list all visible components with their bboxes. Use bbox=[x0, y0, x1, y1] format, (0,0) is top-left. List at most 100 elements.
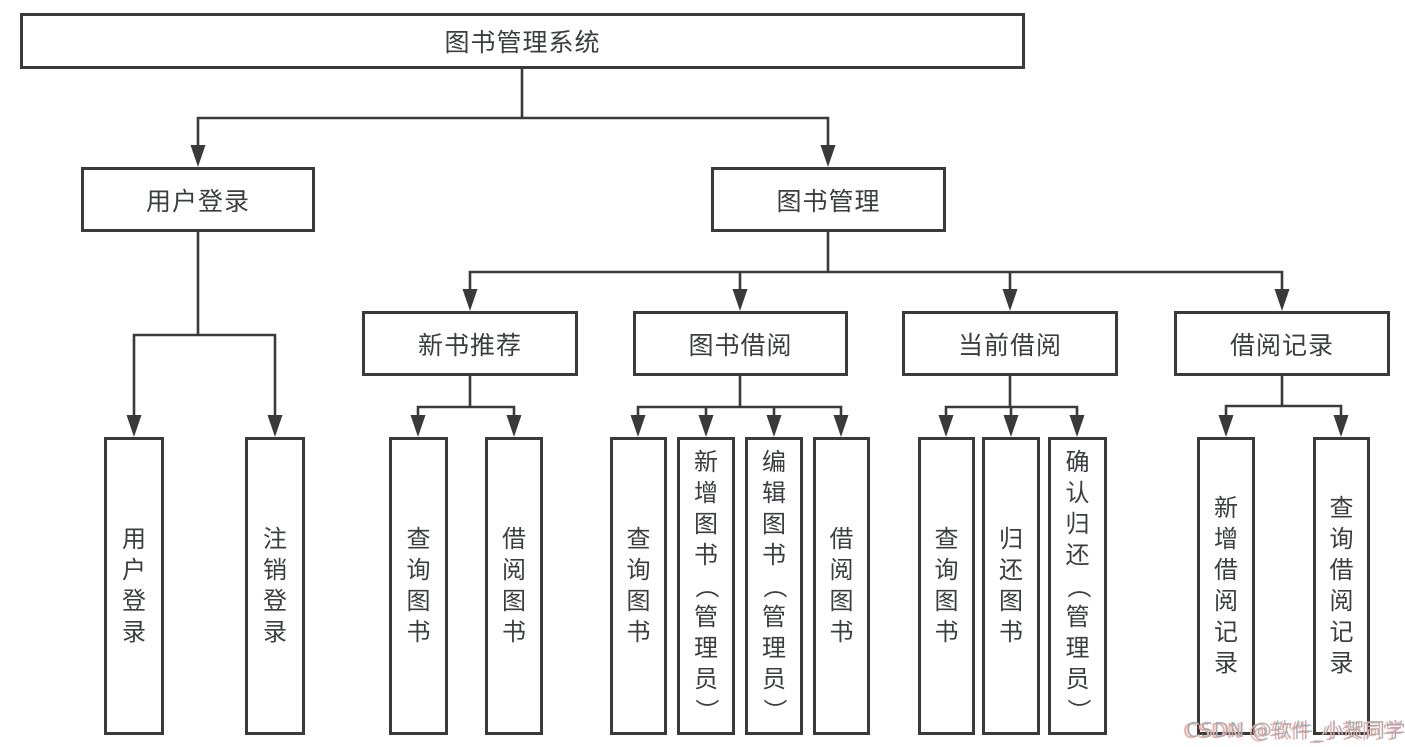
vertical-char: 员 bbox=[1065, 664, 1090, 693]
vertical-char: 管 bbox=[762, 602, 786, 631]
edit-books-admin-label: 编辑图书（管理员） bbox=[761, 440, 789, 732]
arrowhead-icon bbox=[820, 145, 836, 167]
query-books-borrowing-label: 查询图书 bbox=[627, 440, 651, 732]
vertical-char: 增 bbox=[1214, 525, 1238, 553]
arrowhead-icon bbox=[732, 289, 748, 311]
vertical-char: 借 bbox=[829, 525, 854, 553]
book-borrowing-label: 图书借阅 bbox=[688, 330, 793, 360]
vertical-char: 书 bbox=[934, 618, 959, 646]
vertical-char: 户 bbox=[122, 556, 146, 584]
query-borrow-record-node: 查询借阅记录 bbox=[1313, 437, 1370, 735]
arrowhead-icon bbox=[1218, 415, 1234, 437]
current-borrowing-label: 当前借阅 bbox=[957, 330, 1062, 360]
vertical-char: 查 bbox=[1329, 494, 1354, 522]
confirm-return-admin-node: 确认归还（管理员） bbox=[1048, 437, 1107, 735]
vertical-char: 记 bbox=[1214, 618, 1238, 646]
logout-leaf-label: 注销登录 bbox=[263, 440, 287, 732]
book-management-group-node: 图书管理 bbox=[711, 167, 946, 232]
watermark: CSDN @软件_小贺同学 bbox=[1186, 718, 1405, 742]
borrow-books-borrowing-node: 借阅图书 bbox=[813, 437, 870, 735]
vertical-char: 登 bbox=[122, 587, 146, 615]
book-management-group-label: 图书管理 bbox=[776, 186, 881, 216]
vertical-char: 归 bbox=[999, 525, 1023, 553]
arrowhead-icon bbox=[833, 415, 849, 437]
vertical-char: 书 bbox=[829, 618, 854, 646]
new-book-recommend-label: 新书推荐 bbox=[417, 330, 522, 360]
vertical-char: 记 bbox=[1329, 618, 1354, 646]
vertical-char: 询 bbox=[626, 556, 651, 584]
add-books-admin-node: 新增图书（管理员） bbox=[677, 437, 735, 735]
vertical-char: 管 bbox=[694, 602, 718, 631]
vertical-char: 借 bbox=[502, 525, 526, 553]
vertical-char: 新 bbox=[1214, 494, 1238, 522]
vertical-char: 确 bbox=[1065, 447, 1090, 476]
arrowhead-icon bbox=[938, 415, 954, 437]
vertical-char: 询 bbox=[406, 556, 431, 584]
query-books-recommend-label: 查询图书 bbox=[407, 440, 431, 732]
arrowhead-icon bbox=[506, 415, 522, 437]
vertical-char: 阅 bbox=[1214, 587, 1238, 615]
vertical-char: 图 bbox=[502, 587, 526, 615]
arrowhead-icon bbox=[1002, 289, 1018, 311]
arrowhead-icon bbox=[410, 415, 426, 437]
vertical-char: ） bbox=[692, 698, 721, 722]
arrowhead-icon bbox=[1003, 415, 1019, 437]
vertical-char: 注 bbox=[263, 525, 287, 553]
vertical-char: 认 bbox=[1065, 478, 1090, 507]
vertical-char: 图 bbox=[934, 587, 959, 615]
vertical-char: 查 bbox=[626, 525, 651, 553]
vertical-char: 图 bbox=[406, 587, 431, 615]
arrowhead-icon bbox=[126, 415, 142, 437]
arrowhead-icon bbox=[698, 415, 714, 437]
query-borrow-record-label: 查询借阅记录 bbox=[1330, 440, 1354, 732]
vertical-char: 书 bbox=[999, 618, 1023, 646]
vertical-char: 图 bbox=[999, 587, 1023, 615]
vertical-char: 借 bbox=[1329, 556, 1354, 584]
vertical-char: 阅 bbox=[502, 556, 526, 584]
return-books-node: 归还图书 bbox=[982, 437, 1040, 735]
user-login-group-node: 用户登录 bbox=[81, 167, 315, 232]
vertical-char: 新 bbox=[694, 447, 718, 476]
add-borrow-record-label: 新增借阅记录 bbox=[1214, 440, 1238, 732]
vertical-char: 书 bbox=[502, 618, 526, 646]
vertical-char: 书 bbox=[762, 540, 786, 569]
arrowhead-icon bbox=[190, 145, 206, 167]
arrowhead-icon bbox=[630, 415, 646, 437]
logout-leaf-node: 注销登录 bbox=[245, 437, 305, 735]
vertical-char: 销 bbox=[263, 556, 287, 584]
query-books-borrowing-node: 查询图书 bbox=[610, 437, 667, 735]
book-borrowing-node: 图书借阅 bbox=[633, 311, 848, 376]
library-system-root-node: 图书管理系统 bbox=[20, 13, 1025, 69]
library-system-root-label: 图书管理系统 bbox=[444, 28, 601, 57]
vertical-char: 书 bbox=[694, 540, 718, 569]
vertical-char: 辑 bbox=[762, 478, 786, 507]
current-borrowing-node: 当前借阅 bbox=[902, 311, 1118, 376]
vertical-char: 图 bbox=[829, 587, 854, 615]
connector-path bbox=[132, 67, 1343, 421]
vertical-char: 书 bbox=[406, 618, 431, 646]
vertical-char: 录 bbox=[1329, 649, 1354, 677]
vertical-char: 理 bbox=[762, 633, 786, 662]
vertical-char: 管 bbox=[1065, 602, 1090, 631]
user-login-leaf-label: 用户登录 bbox=[122, 440, 146, 732]
query-books-current-node: 查询图书 bbox=[918, 437, 975, 735]
vertical-char: 编 bbox=[762, 447, 786, 476]
borrow-books-recommend-node: 借阅图书 bbox=[485, 437, 543, 735]
vertical-char: 查 bbox=[934, 525, 959, 553]
vertical-char: 书 bbox=[626, 618, 651, 646]
vertical-char: ） bbox=[1064, 698, 1092, 722]
vertical-char: 阅 bbox=[829, 556, 854, 584]
arrowhead-icon bbox=[267, 415, 283, 437]
vertical-char: 员 bbox=[694, 664, 718, 693]
vertical-char: 询 bbox=[1329, 525, 1354, 553]
user-login-group-label: 用户登录 bbox=[145, 186, 250, 216]
vertical-char: 图 bbox=[626, 587, 651, 615]
vertical-char: 还 bbox=[1065, 540, 1090, 569]
query-books-recommend-node: 查询图书 bbox=[389, 437, 448, 735]
vertical-char: 理 bbox=[1065, 633, 1090, 662]
user-login-leaf-node: 用户登录 bbox=[104, 437, 164, 735]
vertical-char: 登 bbox=[263, 587, 287, 615]
vertical-char: 用 bbox=[122, 525, 146, 553]
